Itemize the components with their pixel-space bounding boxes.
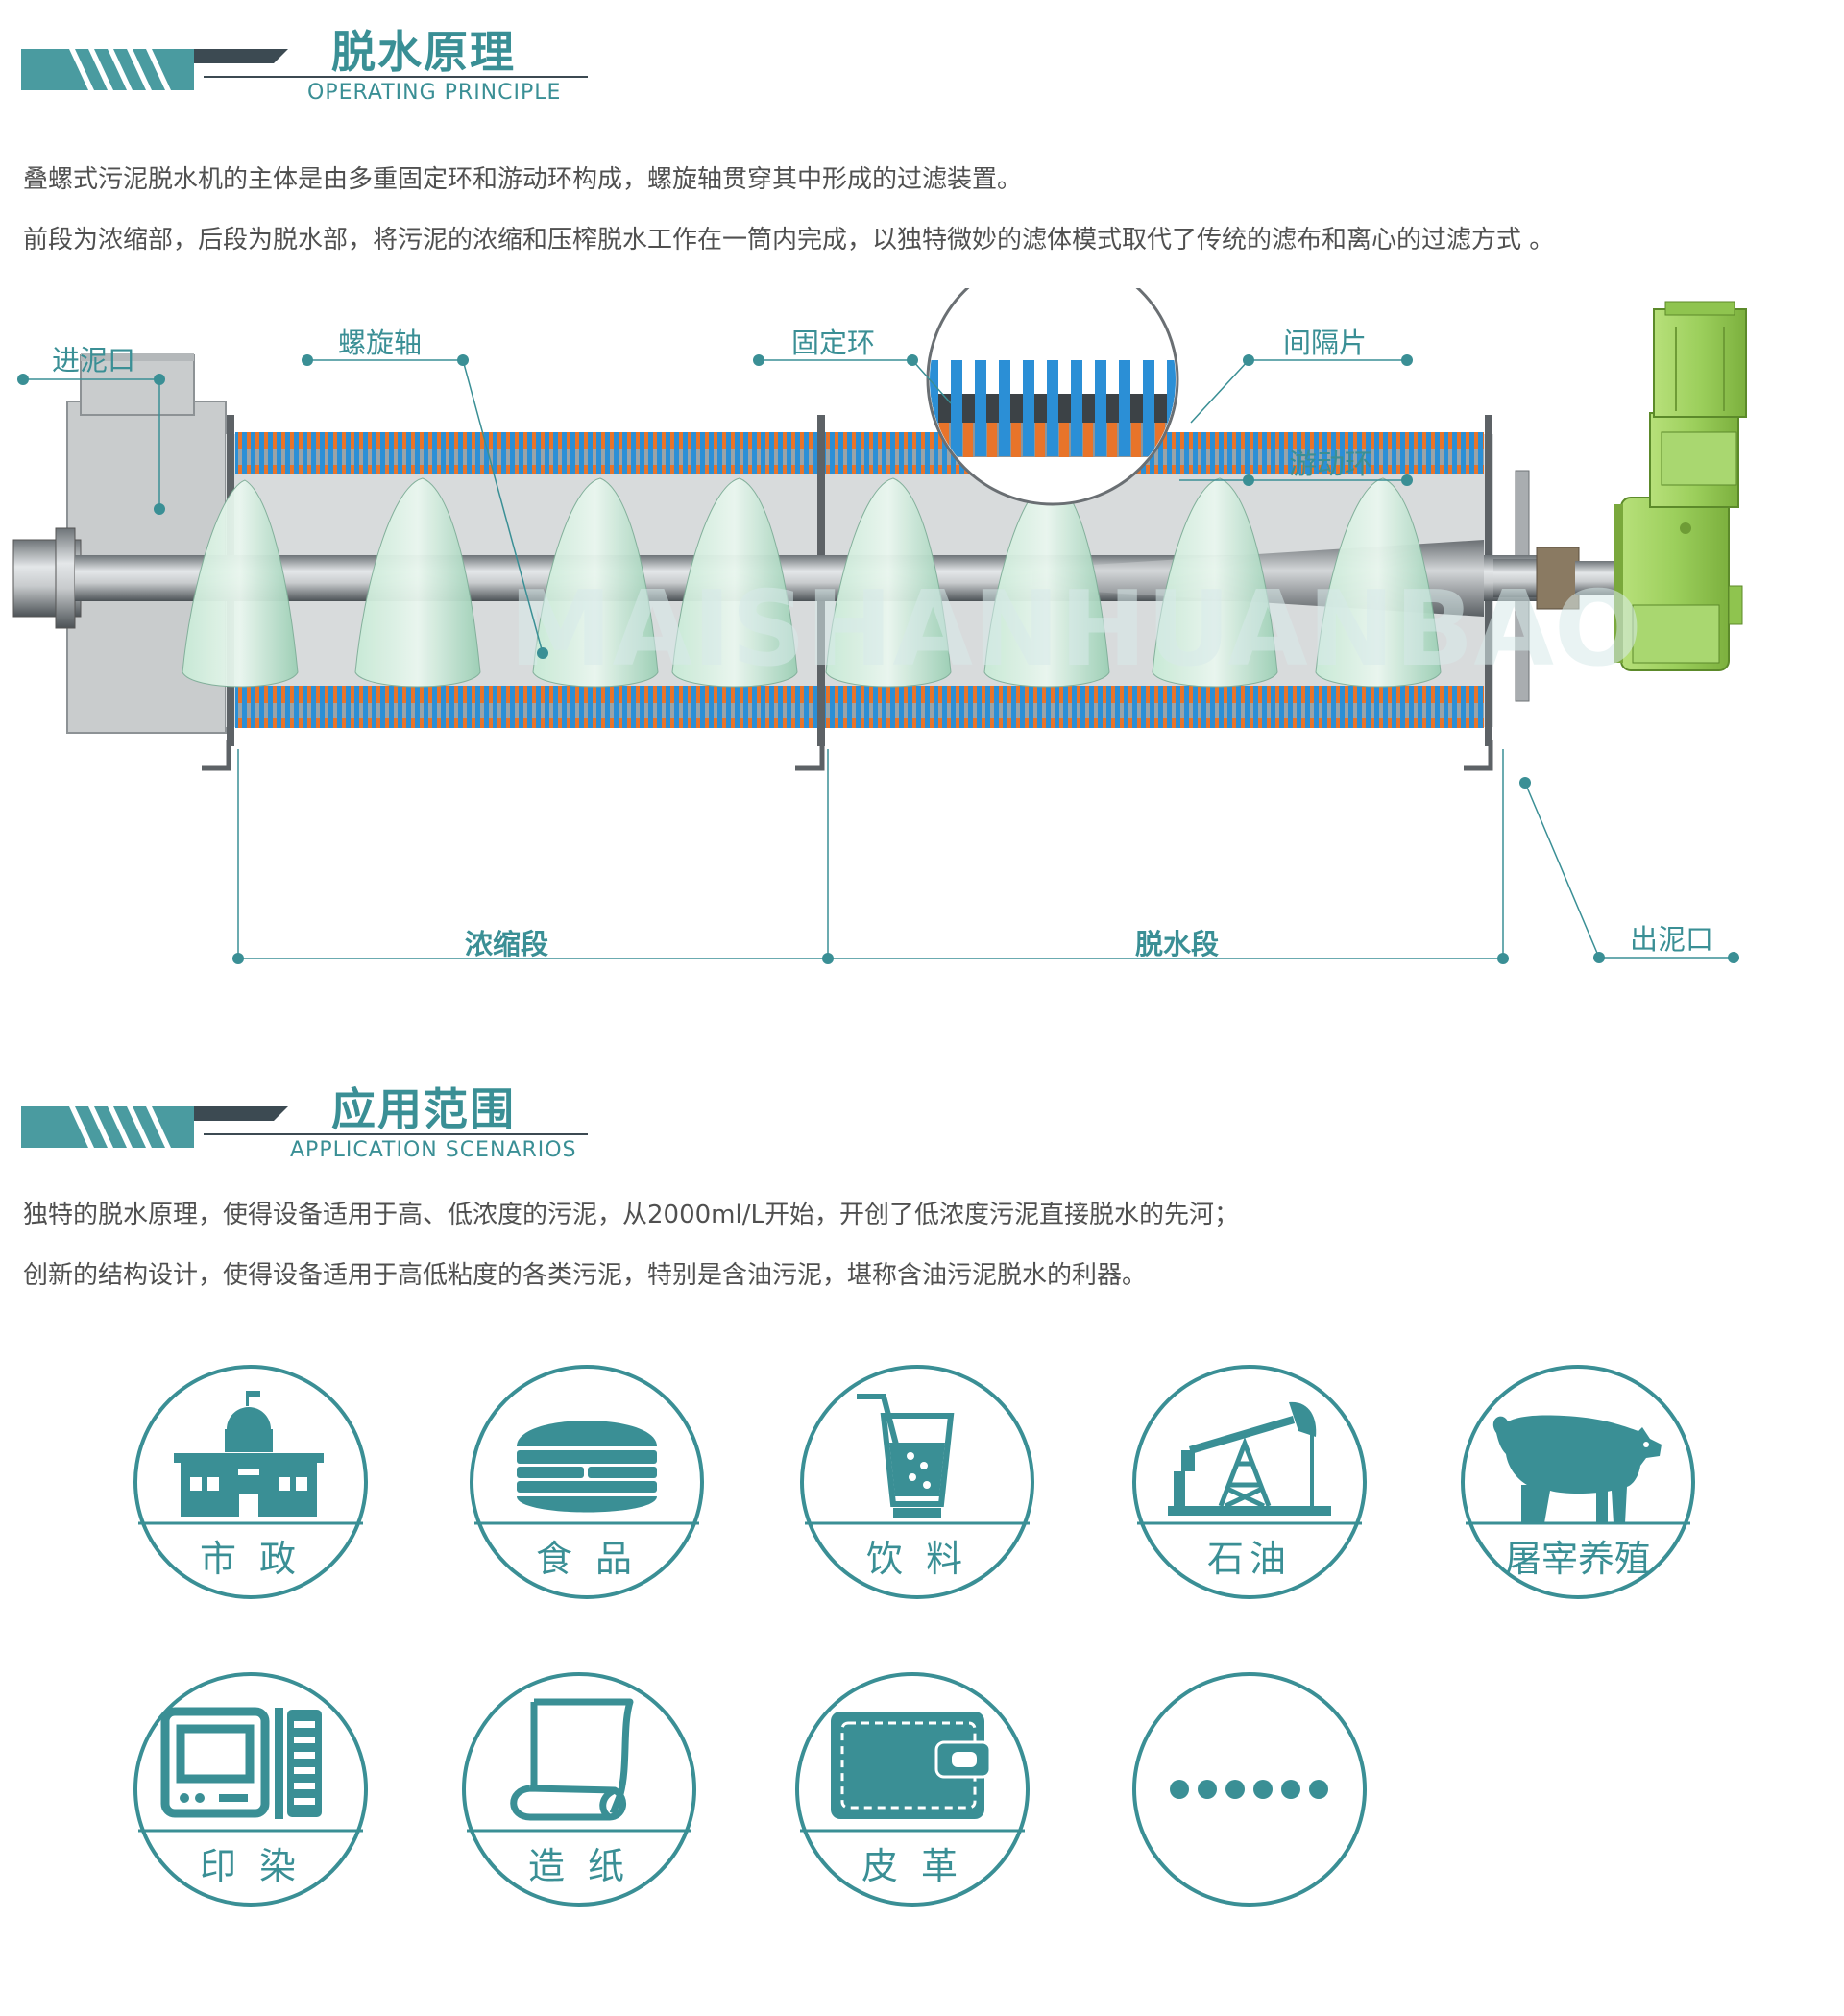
- application-livestock: 屠宰养殖: [1458, 1362, 1698, 1602]
- application-label: 市 政: [199, 1538, 303, 1580]
- principle-text-line-2: 前段为浓缩部，后段为脱水部，将污泥的浓缩和压榨脱水工作在一筒内完成，以独特微妙的…: [23, 226, 1555, 255]
- application-municipal: 市 政: [131, 1362, 371, 1602]
- label-screw-shaft: 螺旋轴: [338, 327, 423, 359]
- section-subtitle: OPERATING PRINCIPLE: [307, 81, 562, 105]
- section-header-applications: 应用范围 APPLICATION SCENARIOS: [0, 1071, 615, 1162]
- label-inlet: 进泥口: [52, 344, 136, 376]
- application-text-line-1: 独特的脱水原理，使得设备适用于高、低浓度的污泥，从2000ml/L开始，开创了低…: [23, 1201, 1239, 1229]
- pig-icon: [1461, 1365, 1695, 1599]
- label-moving-ring: 游动环: [1289, 448, 1373, 480]
- application-label: 印 染: [199, 1845, 303, 1887]
- motor-gearbox: [1614, 301, 1747, 671]
- application-text-line-2: 创新的结构设计，使得设备适用于高低粘度的各类污泥，特别是含油污泥，堪称含油污泥脱…: [23, 1261, 1148, 1290]
- oil-pump-icon: [1132, 1365, 1367, 1599]
- printing-machine-icon: [133, 1672, 368, 1907]
- machine-illustration: MAISHANHUANBAO: [12, 253, 1747, 964]
- principle-text-line-1: 叠螺式污泥脱水机的主体是由多重固定环和游动环构成，螺旋轴贯穿其中形成的过滤装置。: [23, 165, 1023, 194]
- header-decoration-stripes: [21, 49, 588, 90]
- section-header-principle: 脱水原理 OPERATING PRINCIPLE: [0, 13, 615, 105]
- label-thickening-section: 浓缩段: [465, 928, 549, 960]
- watermark-text: MAISHANHUANBAO: [509, 570, 1642, 690]
- label-outlet: 出泥口: [1630, 923, 1714, 956]
- burger-icon: [470, 1365, 704, 1599]
- application-label: 石油: [1206, 1538, 1292, 1580]
- application-label: 造 纸: [527, 1845, 631, 1887]
- section-title: 脱水原理: [331, 26, 516, 78]
- section-subtitle: APPLICATION SCENARIOS: [290, 1138, 577, 1162]
- application-dyeing: 印 染: [131, 1669, 371, 1909]
- header-decoration-stripes: [21, 1106, 588, 1148]
- application-petroleum: 石油: [1129, 1362, 1370, 1602]
- application-more: [1129, 1669, 1370, 1909]
- drink-cup-icon: [800, 1365, 1034, 1599]
- label-dewatering-section: 脱水段: [1135, 928, 1220, 960]
- application-label: 饮 料: [865, 1538, 969, 1580]
- label-fixed-ring: 固定环: [791, 327, 876, 359]
- application-label: 食 品: [535, 1538, 639, 1580]
- application-label: 屠宰养殖: [1504, 1538, 1651, 1580]
- application-food: 食 品: [467, 1362, 707, 1602]
- leather-wallet-icon: [795, 1672, 1030, 1907]
- municipal-building-icon: [133, 1365, 368, 1599]
- more-dots-icon: [1132, 1672, 1367, 1907]
- application-papermaking: 造 纸: [459, 1669, 699, 1909]
- dewatering-machine-diagram: MAISHANHUANBAO: [0, 253, 1844, 980]
- section-title: 应用范围: [331, 1083, 516, 1135]
- application-beverage: 饮 料: [797, 1362, 1037, 1602]
- application-leather: 皮 革: [792, 1669, 1032, 1909]
- label-spacer: 间隔片: [1283, 327, 1368, 359]
- application-label: 皮 革: [861, 1845, 964, 1887]
- paper-roll-icon: [462, 1672, 696, 1907]
